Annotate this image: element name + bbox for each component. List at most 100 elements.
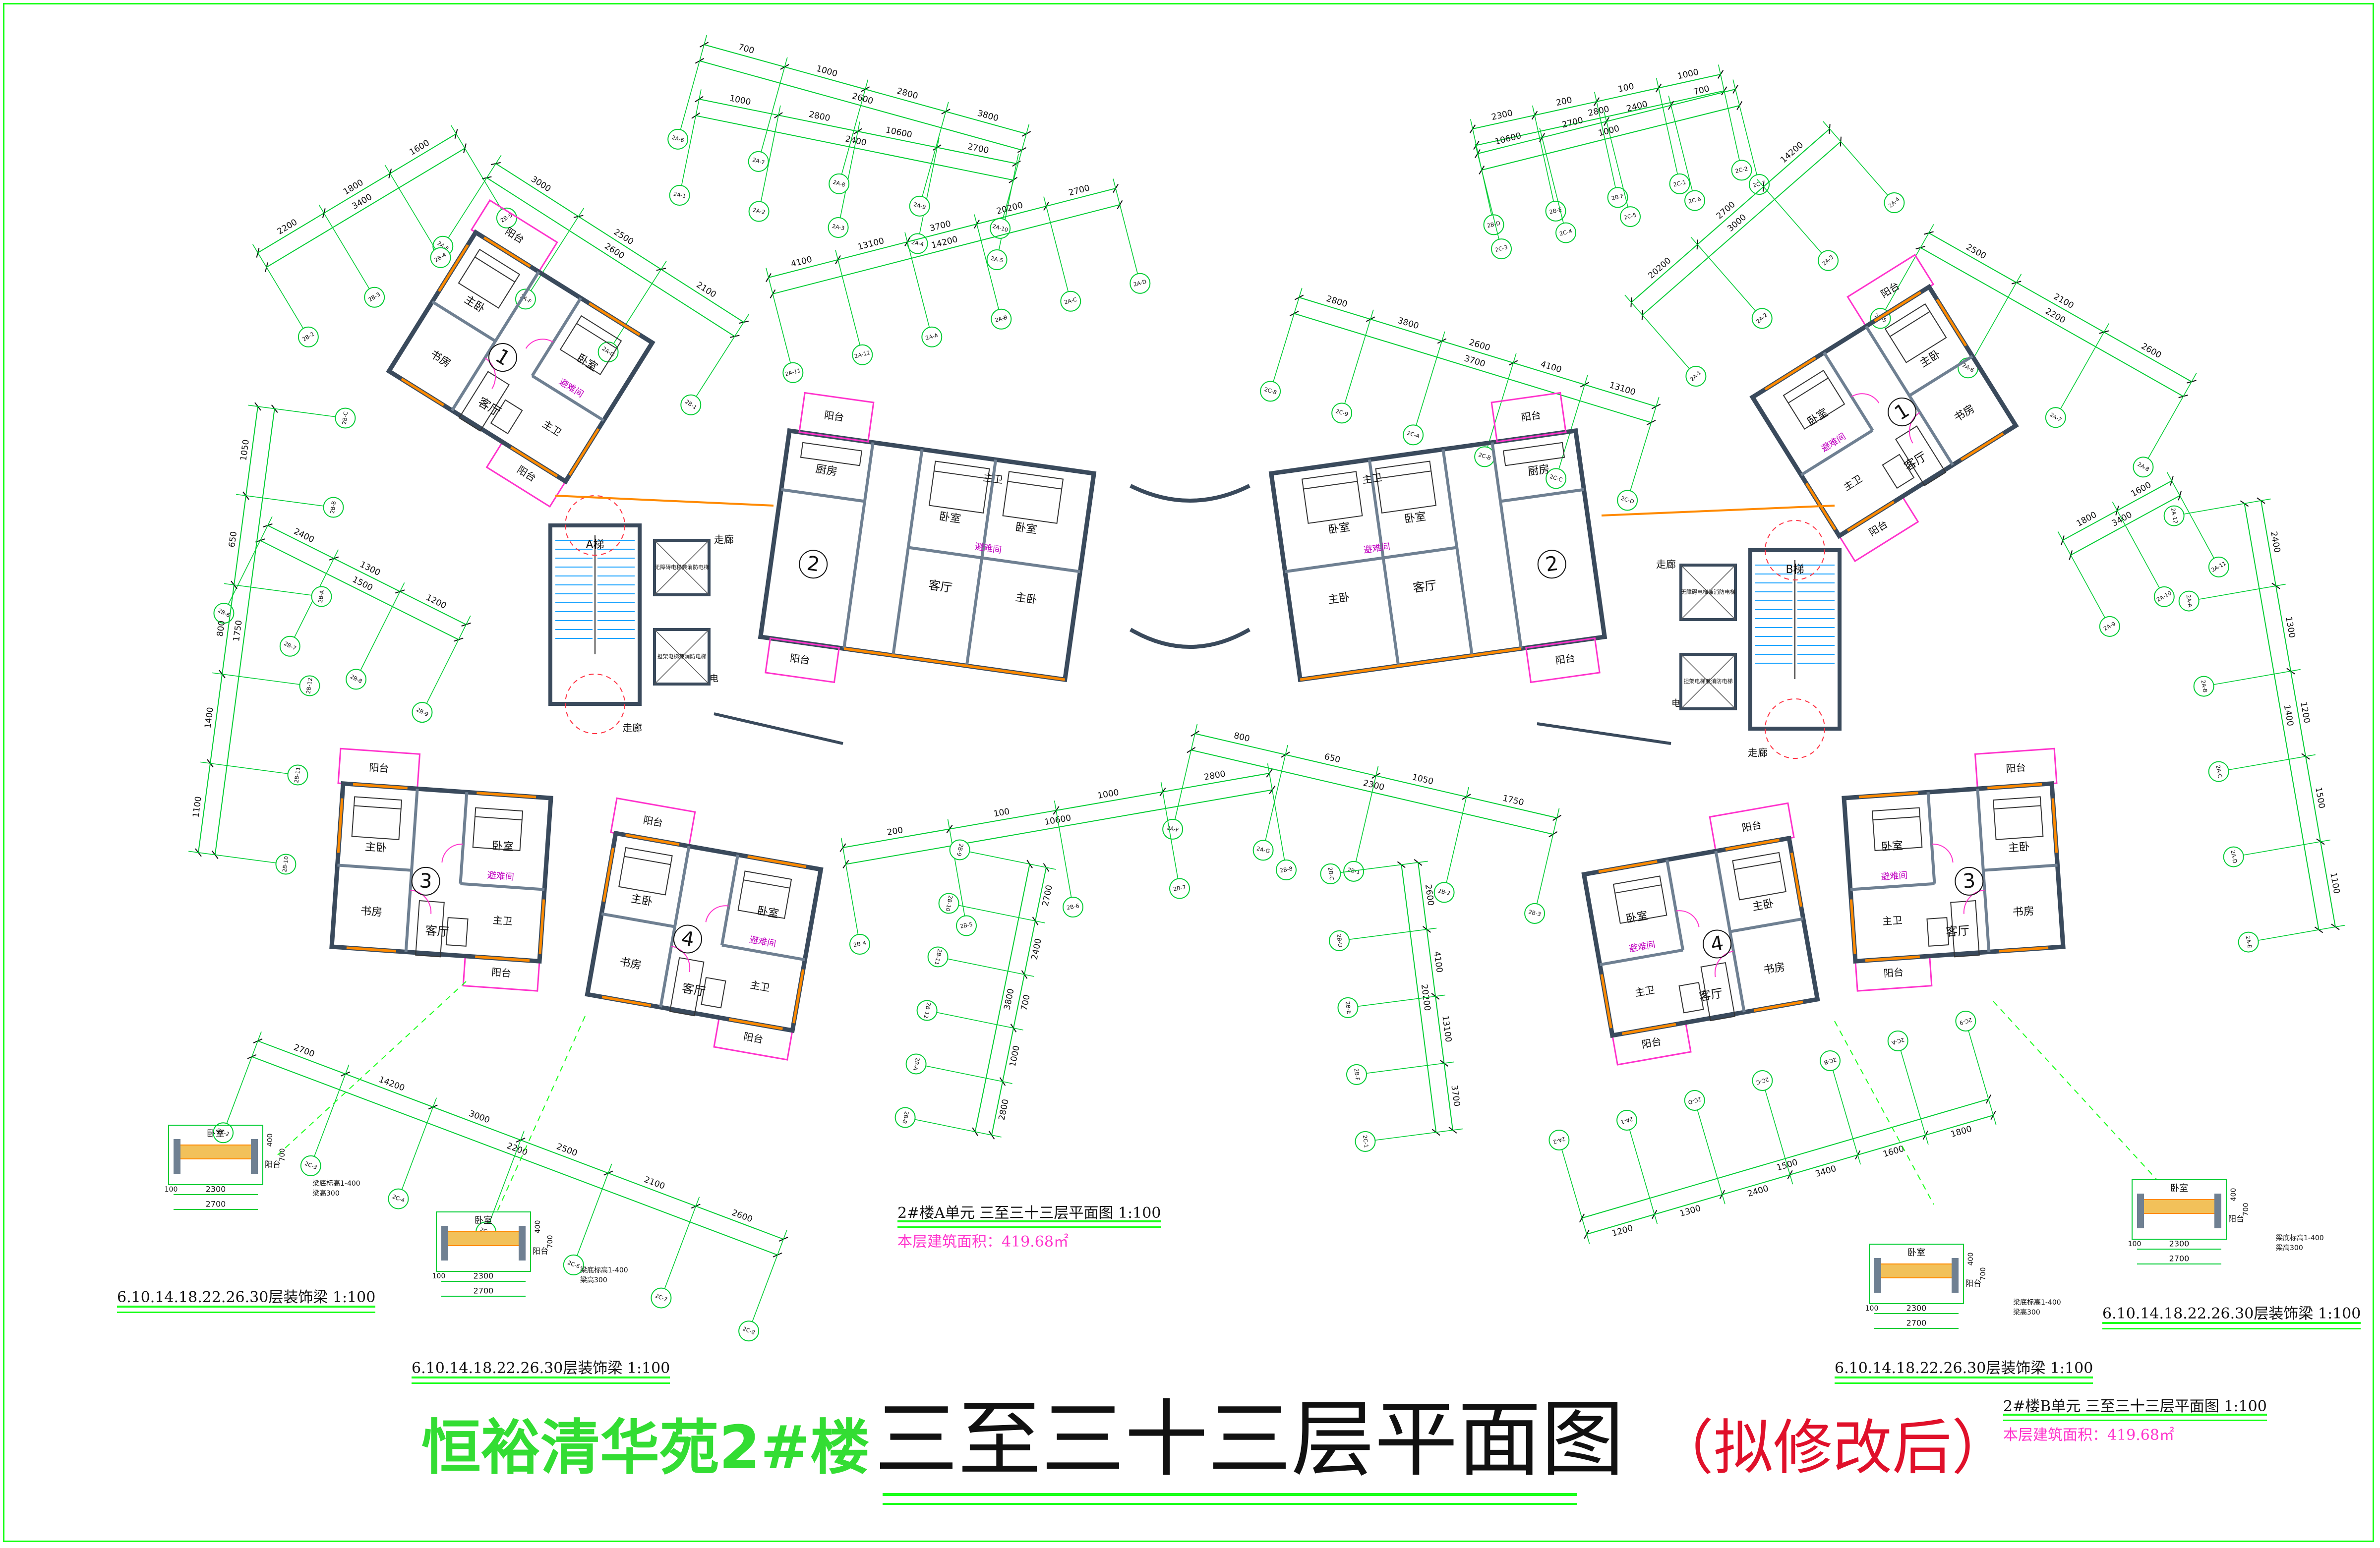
- beam: [2142, 1199, 2217, 1214]
- window: [1754, 1000, 1803, 1012]
- axis-label: 2C-4: [1559, 228, 1573, 237]
- bed-pillow: [934, 470, 988, 479]
- partition-wall: [601, 912, 675, 928]
- dimension-value: 400: [266, 1134, 274, 1147]
- door-swing: [1765, 698, 1825, 759]
- window: [602, 848, 615, 902]
- unit-number-circle: [1703, 929, 1732, 959]
- door-swing: [441, 843, 464, 863]
- axis-line: [1366, 1061, 1454, 1074]
- axis-line: [451, 125, 502, 210]
- axis-bubble: [669, 185, 690, 206]
- link-wall: [1130, 484, 1250, 503]
- axis-line: [1349, 927, 1437, 940]
- axis-line: [1594, 92, 1616, 188]
- axis-label: 2A-5: [990, 255, 1004, 264]
- axis-line: [1043, 196, 1069, 292]
- axis-line: [1823, 121, 1888, 196]
- bed: [559, 315, 622, 375]
- column: [519, 1226, 526, 1261]
- corridor-label: 走廊: [714, 534, 734, 546]
- partition-wall: [404, 789, 419, 952]
- unit-number-circle: [488, 343, 517, 372]
- axis-line: [1885, 224, 1934, 310]
- axis-bubble: [991, 308, 1012, 330]
- axis-bubble: [1751, 308, 1773, 329]
- dimension-value: 2300: [474, 1271, 494, 1281]
- dimension-value: 2700: [206, 1200, 226, 1209]
- bed-pillow: [1873, 816, 1920, 821]
- unit-number-circle: [799, 550, 828, 579]
- axis-line: [1539, 127, 1564, 224]
- axis-line: [1697, 1109, 1726, 1204]
- axis-bubble: [956, 915, 977, 936]
- axis-line: [1765, 1089, 1793, 1185]
- elevator-cross: [654, 540, 710, 595]
- window: [1846, 501, 1895, 532]
- sofa: [1700, 962, 1736, 1022]
- axis-line: [1002, 124, 1030, 219]
- axis-label: 2C-1: [1362, 1135, 1369, 1148]
- axis-line: [1561, 1149, 1590, 1244]
- detail-leader: [1993, 1001, 2157, 1180]
- axis-line: [2112, 502, 2160, 588]
- axis-bubble: [1818, 250, 1839, 271]
- axis-line: [252, 244, 304, 329]
- axis-line: [937, 1012, 1023, 1031]
- axis-line: [1900, 1050, 1929, 1145]
- axis-bubble: [921, 326, 943, 347]
- axis-line: [1358, 994, 1445, 1007]
- dimension-value: 700: [1979, 1267, 1987, 1281]
- axis-bubble: [1546, 468, 1567, 489]
- axis-line: [761, 57, 788, 152]
- axis-line: [1690, 236, 1756, 311]
- partition-wall: [1908, 355, 1973, 397]
- room-label: 卧室: [1881, 840, 1904, 854]
- room-label: 卧室: [491, 840, 514, 854]
- partition-wall: [892, 449, 924, 656]
- dimension-line: [267, 525, 467, 625]
- dimension-chain: 28003800260041001310037002C-82C-92C-A2C-…: [1260, 287, 1661, 511]
- axis-bubble: [2178, 590, 2200, 612]
- bed: [618, 847, 673, 896]
- window: [337, 798, 344, 853]
- room-label: 电: [710, 674, 718, 684]
- window: [792, 969, 805, 1024]
- axis-bubble: [1403, 424, 1424, 446]
- coffee-table: [1882, 454, 1915, 489]
- coffee-table: [1678, 981, 1704, 1014]
- room-label: 书房: [360, 905, 383, 919]
- bed: [1992, 796, 2044, 840]
- window: [625, 834, 680, 846]
- dimension-value: 2300: [2169, 1239, 2190, 1249]
- axis-line: [1054, 801, 1072, 898]
- unit-a-caption-title: 2#楼A单元 三至三十三层平面图 1:100: [897, 1204, 1161, 1222]
- detail-caption-3: 6.10.14.18.22.26.30层装饰梁 1:100: [1835, 1356, 2093, 1384]
- axis-bubble: [680, 394, 702, 415]
- window: [353, 783, 408, 790]
- window: [747, 855, 807, 868]
- axis-bubble: [2099, 616, 2120, 637]
- axis-bubble: [563, 1254, 584, 1275]
- axis-label: 2B-11: [933, 948, 943, 965]
- window: [510, 446, 558, 477]
- axis-line: [2166, 472, 2214, 559]
- axis-label: 2A-4: [911, 239, 924, 248]
- axis-bubble: [2045, 407, 2066, 428]
- sofa: [458, 371, 510, 432]
- partition-wall: [337, 863, 412, 872]
- axis-line: [1344, 309, 1374, 404]
- title-project: 恒裕清华苑2#楼: [421, 1414, 870, 1483]
- axis-bubble: [300, 1155, 321, 1176]
- axis-bubble: [1491, 238, 1512, 260]
- window: [476, 792, 536, 799]
- sofa: [669, 957, 705, 1017]
- axis-line: [577, 1163, 612, 1256]
- bed-pillow: [1614, 884, 1662, 894]
- axis-bubble: [748, 201, 770, 222]
- axis-line: [1446, 787, 1469, 883]
- room-label: 卧室: [1404, 511, 1427, 526]
